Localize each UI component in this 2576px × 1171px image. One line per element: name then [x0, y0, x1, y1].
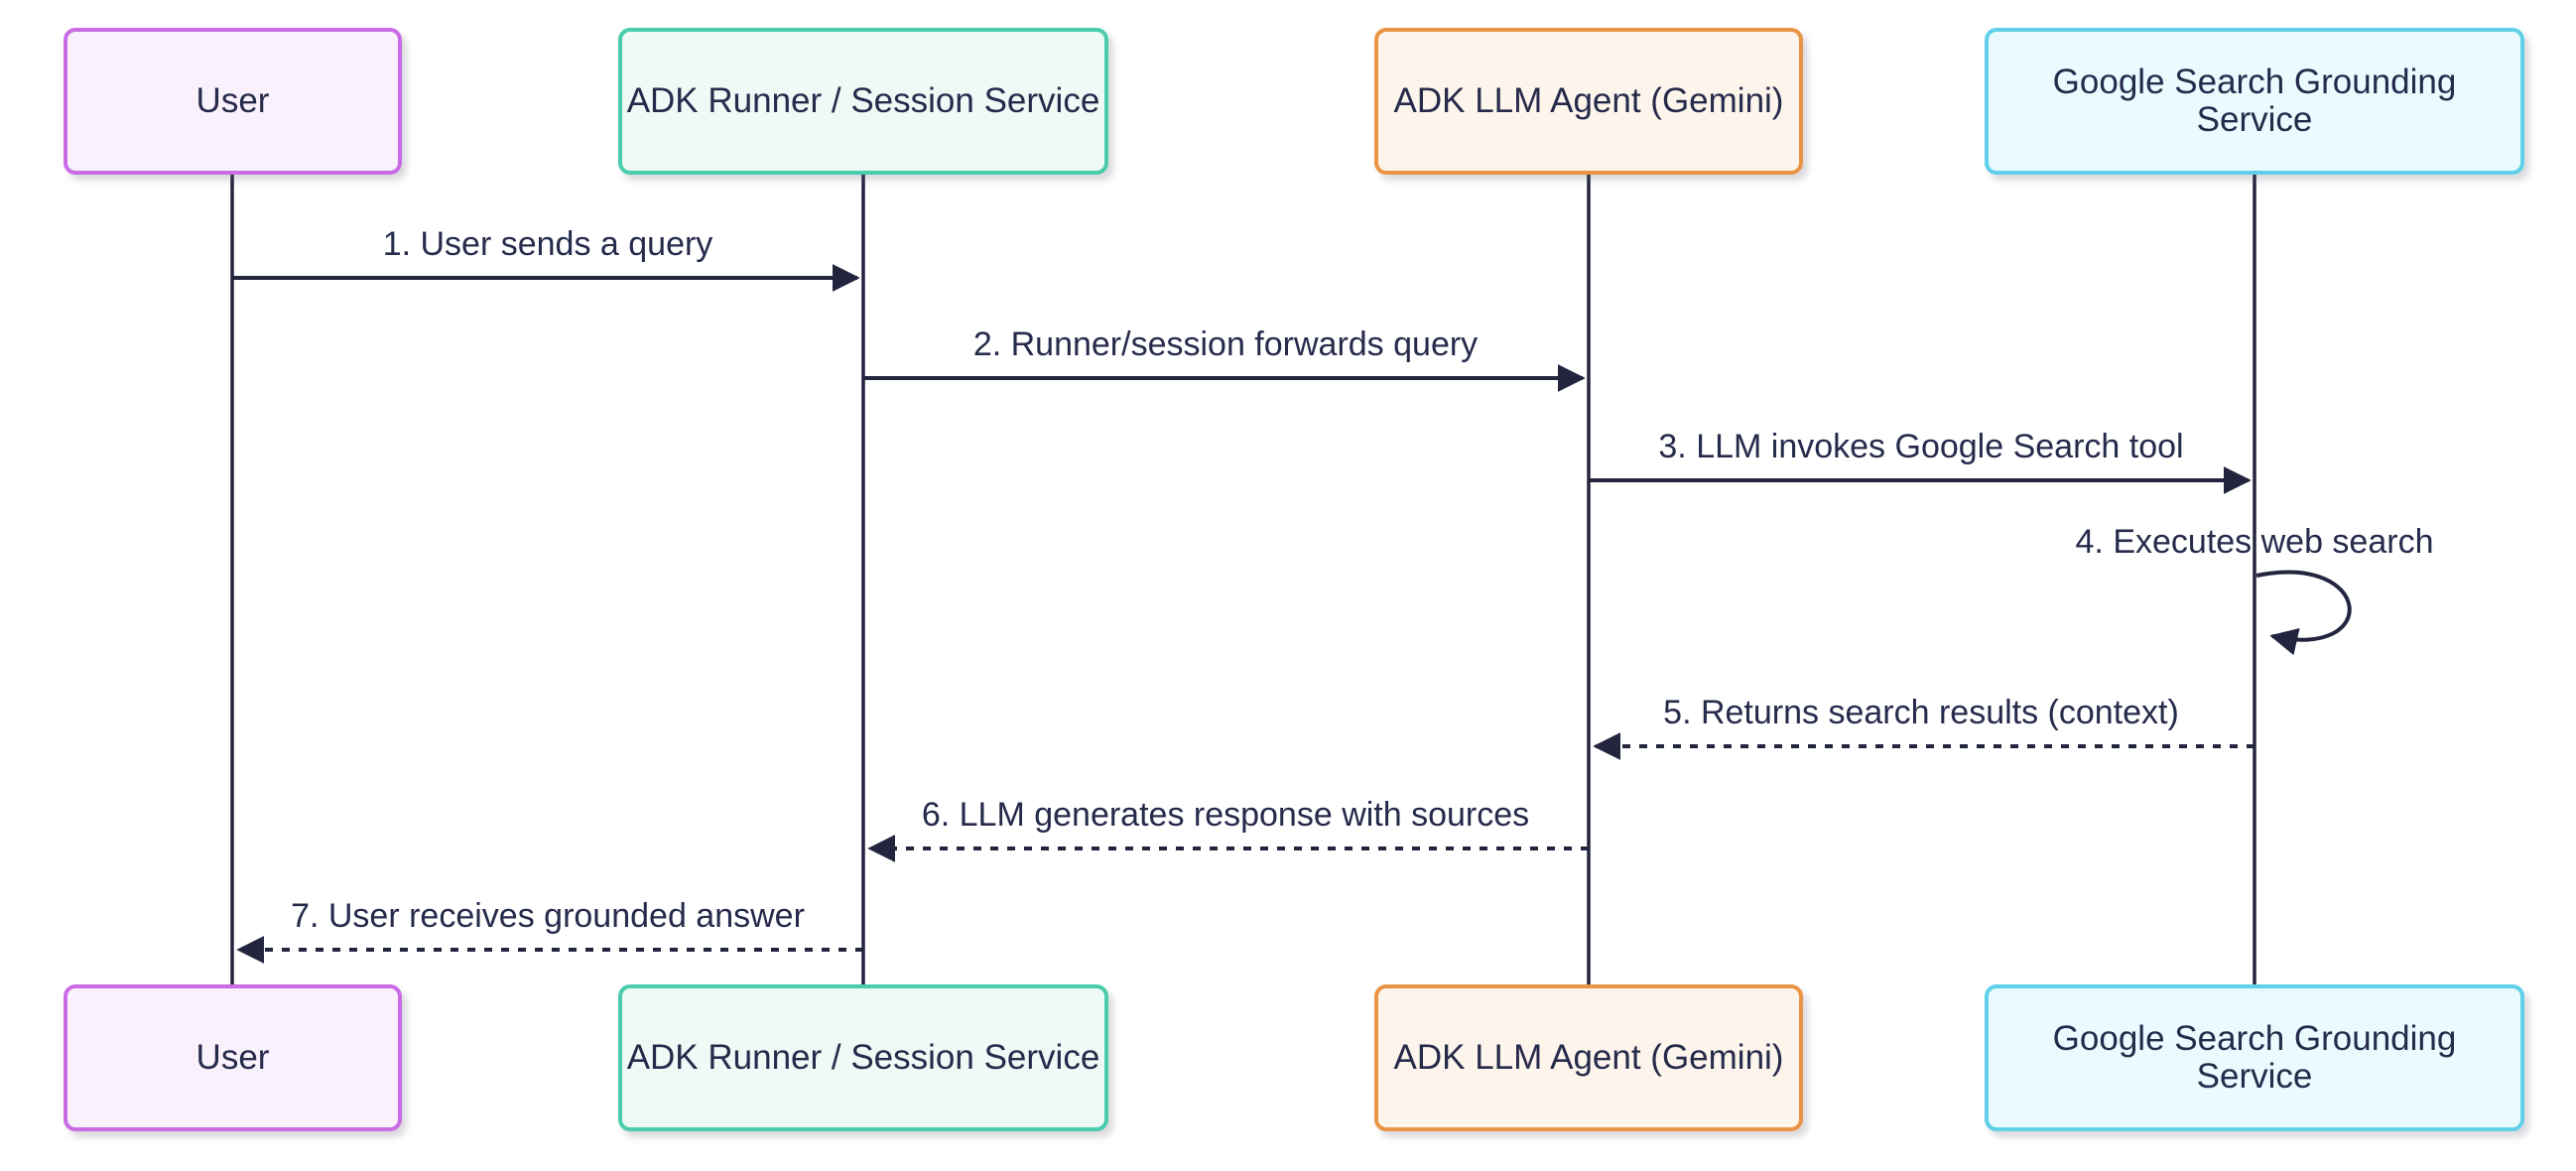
actor-google-bottom: Google Search Grounding Service [1985, 984, 2524, 1131]
message-4-label: 4. Executes web search [2075, 523, 2434, 561]
actor-google-top: Google Search Grounding Service [1985, 28, 2524, 175]
message-2-label: 2. Runner/session forwards query [972, 325, 1479, 363]
actor-llm-bottom: ADK LLM Agent (Gemini) [1374, 984, 1803, 1131]
actor-runner-top: ADK Runner / Session Service [618, 28, 1108, 175]
message-1-label: 1. User sends a query [382, 225, 713, 263]
actor-user-top: User [64, 28, 402, 175]
message-4-self-loop-arrow [2255, 570, 2352, 656]
actor-user-bottom: User [64, 984, 402, 1131]
actor-runner-bottom: ADK Runner / Session Service [618, 984, 1108, 1131]
message-6-label: 6. LLM generates response with sources [921, 796, 1530, 834]
message-3-label: 3. LLM invokes Google Search tool [1658, 428, 2184, 465]
message-7-label: 7. User receives grounded answer [291, 897, 805, 935]
actor-llm-top: ADK LLM Agent (Gemini) [1374, 28, 1803, 175]
message-5-label: 5. Returns search results (context) [1663, 694, 2179, 731]
